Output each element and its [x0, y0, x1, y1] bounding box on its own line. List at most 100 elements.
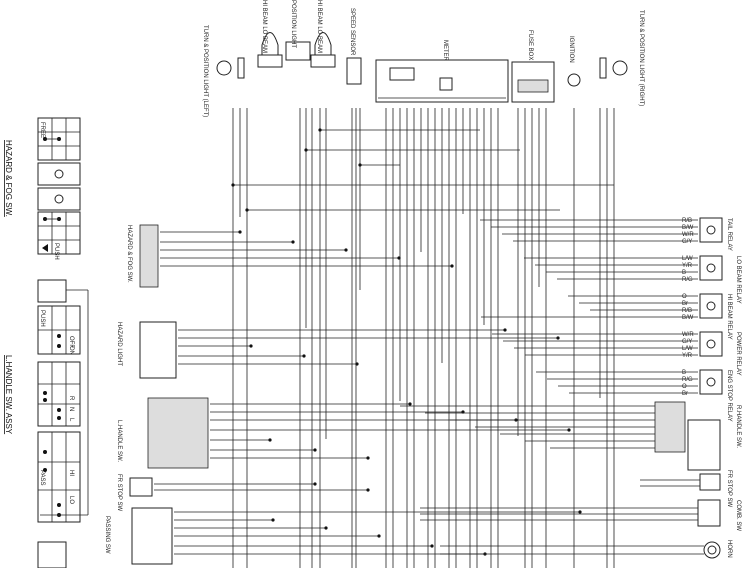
- header-hi: HI: [68, 470, 74, 476]
- wire-color-label: R/B: [682, 308, 692, 314]
- comb-sw-table: [697, 499, 721, 527]
- junction-dot: [408, 402, 412, 406]
- wire-color-label: R/G: [682, 377, 693, 383]
- hazard-fog-sw-connector-label: HAZARD & FOG SW.: [126, 225, 132, 283]
- horn-label: HORN: [726, 540, 732, 558]
- wire-color-label: R/G: [682, 277, 693, 283]
- speed-sensor-label: SPEED SENSOR: [349, 8, 355, 56]
- headlight-left-label: HI BEAM LO BEAM: [261, 0, 267, 53]
- r-handle-sw-connector: [654, 401, 686, 453]
- passing-sw-label: PASSING SW: [104, 516, 110, 554]
- junction-dot: [567, 428, 571, 432]
- junction-dot: [302, 354, 306, 358]
- junction-dot: [231, 183, 235, 187]
- junction-dot: [313, 448, 317, 452]
- junction-dot: [304, 148, 308, 152]
- header-free: FREE: [39, 122, 45, 138]
- wire-color-label: B/W: [682, 315, 694, 321]
- junction-dot: [318, 128, 322, 132]
- junction-dot: [450, 264, 454, 268]
- relay-label: ENG STOP RELAY: [726, 370, 732, 422]
- header-push: PUSH: [53, 243, 59, 260]
- junction-dot: [556, 336, 560, 340]
- lamp-icon: [54, 194, 64, 204]
- junction-dot: [430, 544, 434, 548]
- header-r: R: [68, 396, 74, 401]
- l-handle-sw-assy-title: L.HANDLE SW. ASSY: [4, 355, 13, 435]
- wire-color-label: O: [682, 384, 687, 390]
- wires: [154, 108, 704, 568]
- header-lo: LO: [68, 496, 74, 504]
- top-components: TURN & POSITION LIGHT (LEFT) HI BEAM LO …: [202, 0, 644, 117]
- wire-color-label: O: [682, 294, 687, 300]
- hazard-fog-sw-title: HAZARD & FOG SW.: [4, 140, 13, 217]
- hazard-light-label: HAZARD LIGHT: [116, 322, 122, 366]
- hazard-icon: [42, 244, 48, 252]
- junction-dot: [313, 482, 317, 486]
- wire-color-label: Br: [682, 301, 688, 307]
- junction-dot: [377, 534, 381, 538]
- header-pass: PASS: [39, 470, 45, 486]
- lamp-icon: [54, 169, 64, 179]
- wire-color-label: B: [682, 270, 686, 276]
- junction-dot: [344, 248, 348, 252]
- l-handle-switch-tables: PUSH OFF ON R N L PASS HI LO: [37, 279, 89, 568]
- junction-dot: [358, 163, 362, 167]
- wire-color-label: Y/R: [682, 263, 693, 269]
- junction-dot: [366, 488, 370, 492]
- junction-dot: [397, 256, 401, 260]
- turn-position-right-label: TURN & POSITION LIGHT (RIGHT): [638, 10, 644, 106]
- wire-color-label: G/Y: [682, 339, 692, 345]
- junction-dot: [324, 526, 328, 530]
- wire-color-label: L/W: [682, 256, 693, 262]
- ignition-icon: [567, 73, 581, 87]
- fr-stop-sw-icon: [699, 473, 721, 491]
- header-l: L: [68, 418, 74, 422]
- junction-dot: [366, 456, 370, 460]
- wire-color-label: L/W: [682, 346, 693, 352]
- header-on: ON: [68, 346, 74, 355]
- header-push-2: PUSH: [39, 310, 45, 327]
- header-off: OFF: [68, 336, 74, 348]
- headlight-bulb-icon: [314, 32, 332, 56]
- junction-dot: [268, 438, 272, 442]
- junction-dot: [578, 510, 582, 514]
- relay-label: POWER RELAY: [735, 332, 741, 376]
- meter-label: METER: [442, 40, 448, 62]
- position-light-label: POSITION LIGHT: [290, 0, 296, 48]
- junction-dot: [355, 362, 359, 366]
- junction-dot: [271, 518, 275, 522]
- hazard-switch-table: FREE PUSH: [37, 117, 81, 260]
- fr-stop-sw-label: FR STOP SW: [726, 470, 732, 507]
- junction-dot: [238, 230, 242, 234]
- bulb-icon: [612, 60, 628, 76]
- r-handle-sw-table: [687, 419, 721, 471]
- headlight-right-label: HI BEAM LO BEAM: [316, 0, 322, 53]
- relay-label: LO BEAM RELAY: [735, 256, 741, 304]
- ignition-label: IGNITION: [568, 36, 574, 63]
- wire-color-label: W/R: [682, 332, 694, 338]
- wire-color-label: B/W: [682, 225, 694, 231]
- fr-stop-sw-left-label: FR STOP SW: [116, 474, 122, 511]
- wire-color-label: W/R: [682, 232, 694, 238]
- wire-color-label: Y/R: [682, 353, 693, 359]
- junction-dot: [291, 240, 295, 244]
- r-handle-sw-label: R.HANDLE SW.: [735, 405, 741, 448]
- wire-color-label: Br: [682, 391, 688, 397]
- relay-label: HI BEAM RELAY: [726, 294, 732, 340]
- junction-dot: [245, 208, 249, 212]
- fuse-box-label: FUSE BOX: [527, 30, 533, 60]
- relay-label: TAIL RELAY: [726, 218, 732, 251]
- left-connectors: HAZARD & FOG SW. HAZARD LIGHT L.HANDLE S…: [104, 224, 209, 565]
- wire-color-label: G/Y: [682, 239, 692, 245]
- wire-color-label: R/B: [682, 218, 692, 224]
- header-n: N: [68, 407, 74, 411]
- l-handle-sw-label: L.HANDLE SW.: [116, 420, 122, 462]
- junction-dot: [249, 344, 253, 348]
- turn-position-left-label: TURN & POSITION LIGHT (LEFT): [202, 25, 208, 117]
- headlight-bulb-icon: [261, 32, 279, 56]
- junction-dot: [503, 328, 507, 332]
- wire-color-label: B: [682, 370, 686, 376]
